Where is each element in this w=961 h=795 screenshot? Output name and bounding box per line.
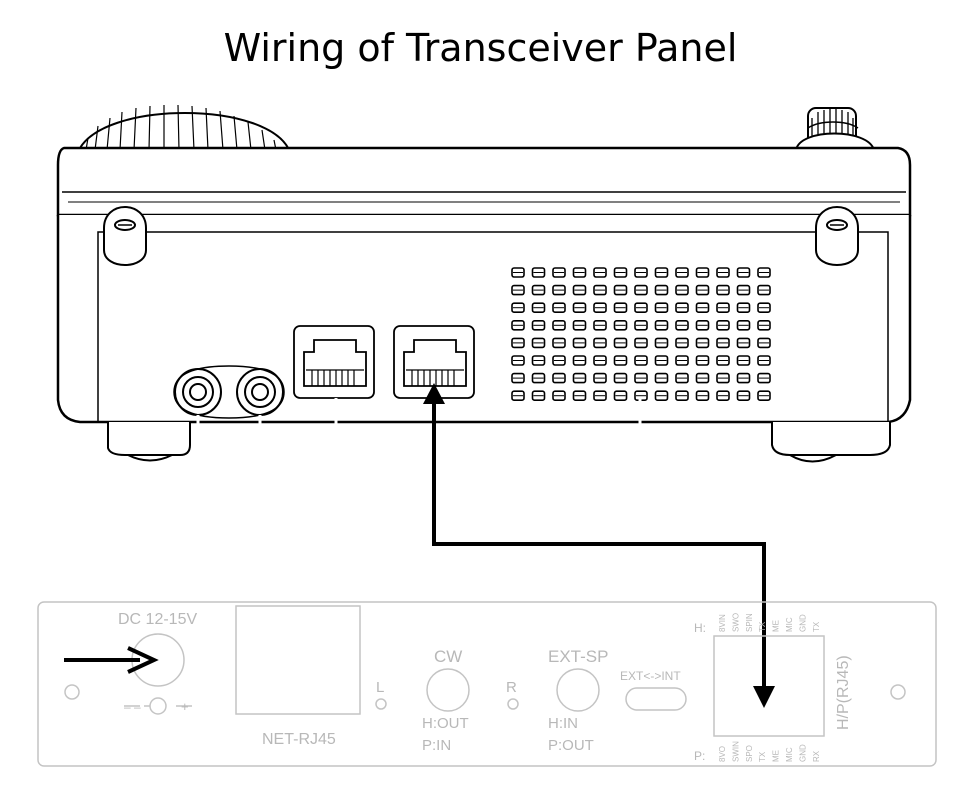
polarity-minus: – – — [124, 700, 141, 714]
dc-input-arrow — [64, 646, 159, 674]
h-pins-label: TX — [758, 621, 767, 632]
left-label: L — [376, 679, 384, 696]
polarity-plus: + — [181, 699, 189, 714]
h-prefix: H: — [694, 621, 706, 635]
h-pins-label: SWO — [731, 613, 740, 632]
arrow-down-head — [753, 686, 775, 708]
screw-right — [815, 206, 859, 266]
led-right — [507, 698, 519, 710]
cw-h-label: H:OUT — [422, 715, 469, 732]
net-label: NET-RJ45 — [262, 731, 336, 748]
p-pins-label: SWIN — [731, 741, 740, 762]
ext-sp-p-label: P:OUT — [548, 737, 594, 754]
h-pins-label: SPIN — [745, 613, 754, 632]
ext-sp-label: EXT-SP — [548, 647, 608, 666]
ext-sp-jack — [556, 668, 600, 712]
p-pins-label: MIC — [785, 747, 794, 762]
h-pins-label: 8VIN — [718, 614, 727, 632]
screw-left — [103, 206, 147, 266]
led-left — [375, 698, 387, 710]
page-title: Wiring of Transceiver Panel — [223, 26, 738, 70]
p-pins-label: TX — [758, 751, 767, 762]
vent-grid — [511, 267, 771, 402]
right-label: R — [506, 679, 517, 696]
ext-int-switch — [625, 687, 687, 711]
h-pins-label: GND — [798, 614, 807, 632]
p-prefix: P: — [694, 749, 705, 763]
panel-labels: DC 12-15V – – + NET-RJ45 L R CW H:OUT P:… — [118, 611, 852, 763]
p-pins-label: RX — [812, 750, 821, 762]
hp-label: H/P(RJ45) — [835, 655, 852, 730]
rj45-port-left — [293, 325, 375, 399]
p-pins-label: ME — [772, 750, 781, 762]
hp-rj45-port — [713, 635, 825, 737]
ext-sp-h-label: H:IN — [548, 715, 578, 732]
switch-label: EXT<->INT — [620, 669, 681, 683]
p-pins-label: 8VO — [718, 746, 727, 762]
arrow-up-head — [423, 383, 445, 404]
p-pins-label: SPO — [745, 745, 754, 762]
dc-label: DC 12-15V — [118, 611, 197, 628]
h-pins-label: ME — [772, 620, 781, 632]
h-pins-label: MIC — [785, 617, 794, 632]
wiring-line — [432, 400, 766, 690]
p-pins-label: GND — [798, 744, 807, 762]
volume-knob — [795, 107, 875, 153]
cw-label: CW — [434, 647, 462, 666]
tuning-dial — [85, 104, 277, 151]
h-pin-labels: 8VIN SWO SPIN TX ME MIC GND TX — [718, 613, 821, 632]
net-rj45-port — [235, 605, 361, 715]
p-pin-labels: 8VO SWIN SPO TX ME MIC GND RX — [718, 741, 821, 762]
cw-p-label: P:IN — [422, 737, 451, 754]
transceiver-body — [56, 104, 912, 463]
interface-panel — [37, 601, 937, 767]
h-pins-label: TX — [812, 621, 821, 632]
rca-jack-left — [174, 368, 222, 416]
cw-jack — [426, 668, 470, 712]
